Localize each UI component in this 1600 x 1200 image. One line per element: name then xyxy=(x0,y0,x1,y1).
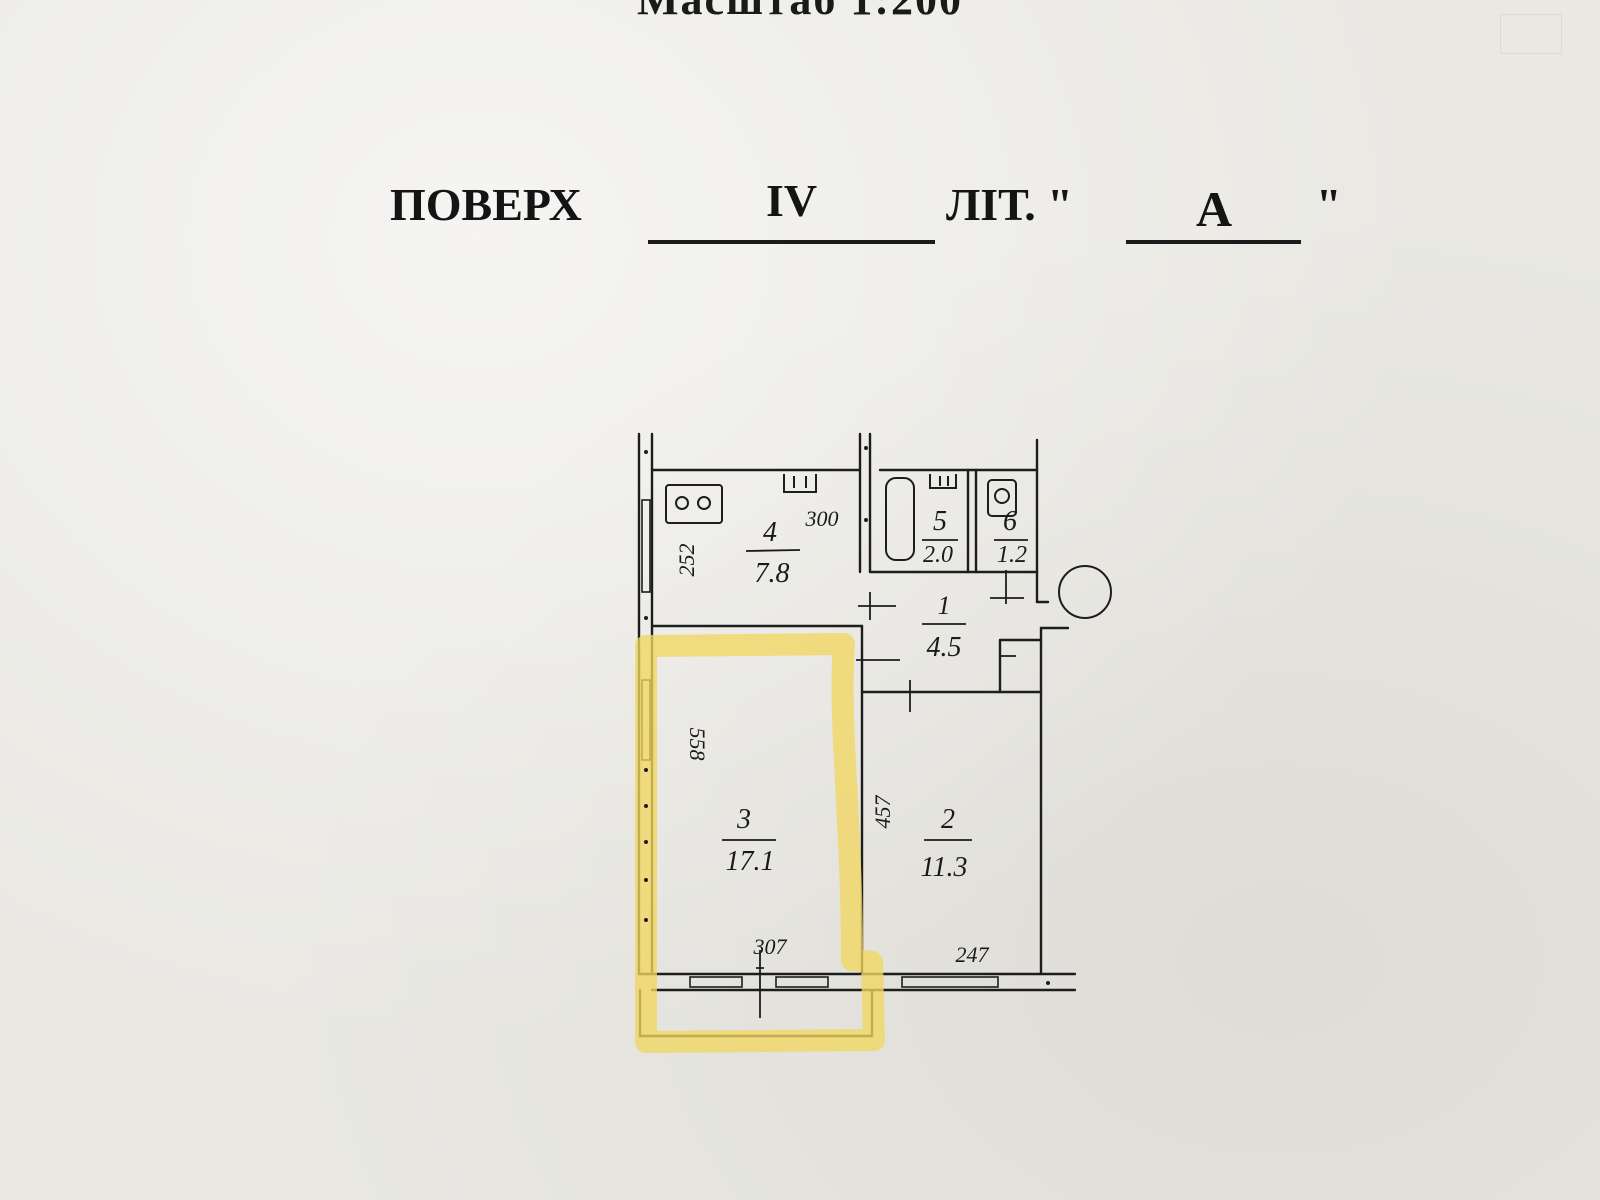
wall-tick xyxy=(644,804,648,808)
room3-highlight xyxy=(635,633,885,1053)
balcony xyxy=(638,988,874,1038)
toilet-bowl-icon xyxy=(994,488,1010,504)
wall-tick xyxy=(644,768,648,772)
floor-label: ПОВЕРХ xyxy=(390,179,582,230)
dim-kitchen-depth: 252 xyxy=(674,544,699,577)
door-room3 xyxy=(856,644,900,676)
window-bottom-3 xyxy=(901,976,999,988)
lit-close-quote: " xyxy=(1316,179,1342,230)
entrance-marker-icon xyxy=(1058,565,1112,619)
room2-area: 11.3 xyxy=(921,852,968,883)
door-hall-right xyxy=(990,570,1024,604)
window-left-upper xyxy=(641,499,651,593)
wall-tick xyxy=(1046,981,1050,985)
floor-value: IV xyxy=(766,175,818,226)
door-kitchen xyxy=(858,592,896,620)
lit-label: ЛІТ. " xyxy=(946,179,1073,230)
toilet-icon xyxy=(987,479,1017,517)
room4-number: 4 xyxy=(763,517,777,548)
scale-caption: Масштаб 1:200 xyxy=(0,0,1600,25)
window-bottom-1 xyxy=(689,976,743,988)
floor-underline xyxy=(648,240,935,244)
hall-niche xyxy=(998,638,1043,694)
dim-kitchen-width: 300 xyxy=(805,506,839,531)
dim-room2-width: 247 xyxy=(956,942,990,967)
room1-number: 1 xyxy=(938,591,951,620)
bathtub-icon xyxy=(885,477,915,561)
room6-area: 1.2 xyxy=(997,542,1027,568)
stove-burner-1 xyxy=(675,496,689,510)
room5-number: 5 xyxy=(933,506,947,537)
room4-fraction-bar xyxy=(745,549,801,552)
wall-tick xyxy=(644,450,648,454)
dim-room3-length: 558 xyxy=(685,728,710,761)
floor-header: ПОВЕРХ IV ЛІТ. " А " xyxy=(0,175,1600,258)
wall-tick xyxy=(644,918,648,922)
room5-area: 2.0 xyxy=(923,542,953,568)
room3-number: 3 xyxy=(736,804,751,835)
dim-room3-width: 307 xyxy=(753,934,788,959)
room6-number: 6 xyxy=(1003,506,1017,537)
room1-area: 4.5 xyxy=(927,632,962,663)
stove-icon xyxy=(665,484,723,524)
window-bottom-2 xyxy=(775,976,829,988)
wall-tick xyxy=(644,840,648,844)
wall-tick xyxy=(864,518,868,522)
wall-tick xyxy=(644,878,648,882)
room3-area: 17.1 xyxy=(726,846,775,877)
lit-underline xyxy=(1126,240,1301,244)
kitchen-radiator-icon xyxy=(783,474,817,493)
stove-burner-2 xyxy=(697,496,711,510)
wall-tick xyxy=(644,616,648,620)
balcony-door xyxy=(756,950,764,1018)
room4-area: 7.8 xyxy=(755,558,790,589)
dim-room2-length: 457 xyxy=(870,795,895,829)
lit-value: А xyxy=(1196,181,1233,237)
room2-number: 2 xyxy=(941,804,955,835)
corridor-exit xyxy=(1035,600,1070,630)
wall-tick xyxy=(864,446,868,450)
corner-mark xyxy=(1500,14,1562,54)
bath-radiator-icon xyxy=(929,474,957,489)
